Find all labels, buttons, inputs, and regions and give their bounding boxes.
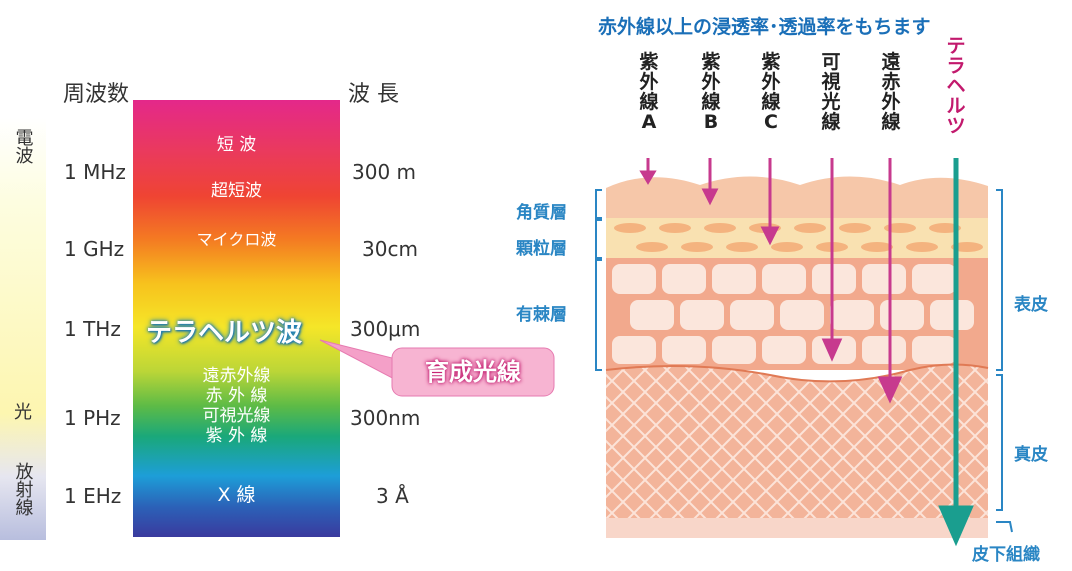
wave-300nm: 300nm [350,406,421,430]
layer-kakushitsu: 角質層 [516,203,567,223]
side-label-hikari: 光 [14,402,32,423]
frequency-header: 周波数 [63,82,130,107]
freq-1ghz: 1 GHz [64,237,125,261]
freq-1ehz: 1 EHz [64,484,122,508]
wave-300m: 300 m [352,160,417,184]
layer-hyohi: 表皮 [1014,295,1048,315]
side-label-hoshasen: 放射線 [12,462,34,516]
wave-300um: 300μm [350,317,421,341]
col-visible: 可視光線 [821,51,841,133]
freq-1thz: 1 THz [64,317,121,341]
band-tanpa: 短 波 [216,135,257,155]
band-microwave: マイクロ波 [196,230,277,249]
spectrum-bar [133,100,340,537]
col-far-ir: 遠赤外線 [881,51,901,133]
col-uvc: 紫外線C [761,51,781,133]
layer-shinpi: 真皮 [1014,445,1048,465]
band-terahertz: テラヘルツ波 [146,318,303,348]
skin-diagram [595,158,1013,547]
col-uvb: 紫外線B [701,51,721,133]
band-chotanpa: 超短波 [211,181,262,201]
wavelength-header: 波 長 [348,82,399,107]
band-xray: X 線 [217,484,256,506]
col-uva: 紫外線A [639,51,659,133]
freq-1phz: 1 PHz [64,406,121,430]
side-gradient-band [0,118,46,540]
wave-3a: 3 Å [376,484,409,508]
skin-title: 赤外線以上の浸透率･透過率をもちます [598,16,931,38]
callout-label: 育成光線 [425,358,521,386]
layer-yukyoku: 有棘層 [516,305,567,325]
side-label-denpa: 電波 [12,128,34,164]
layer-karyu: 顆粒層 [516,239,567,259]
band-ir-visible-uv: 遠赤外線 赤 外 線 可視光線 紫 外 線 [202,366,271,446]
callout-pointer [319,339,555,397]
freq-1mhz: 1 MHz [64,160,126,184]
col-terahertz: テラヘルツ [946,35,966,137]
layer-hika-soshiki: 皮下組織 [972,545,1040,565]
wave-30cm: 30cm [362,237,418,261]
